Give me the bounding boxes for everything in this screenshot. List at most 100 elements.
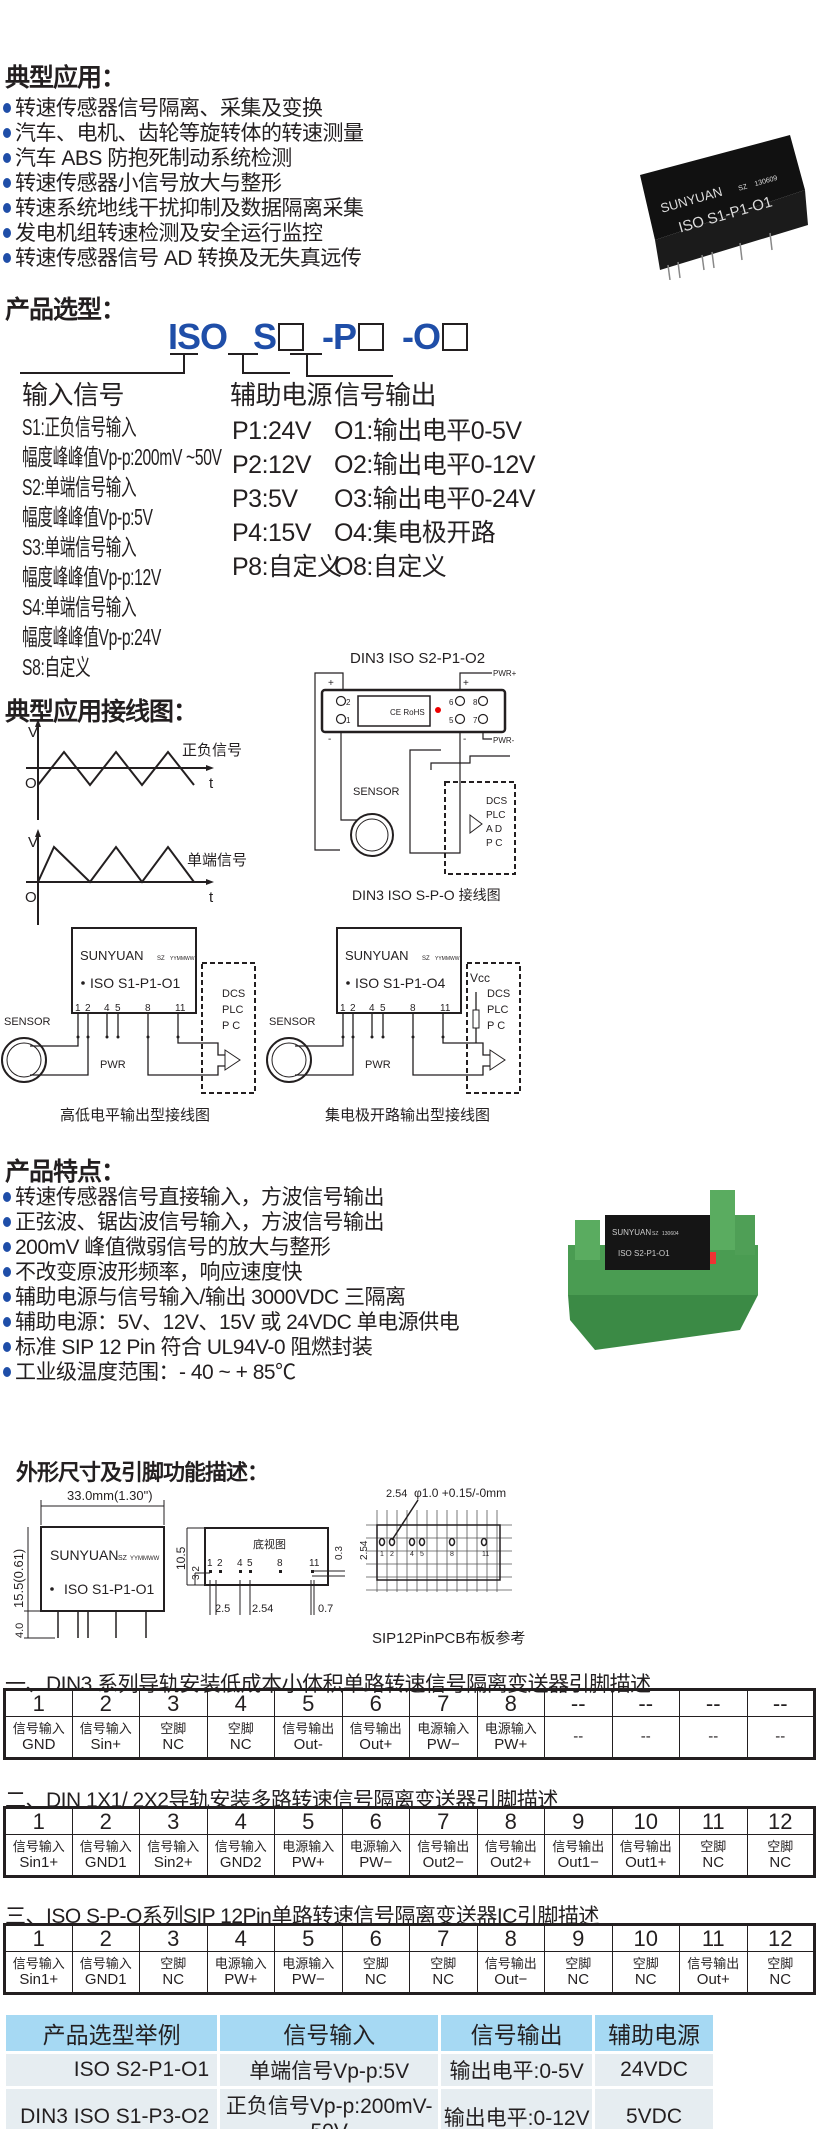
- pcb-vpitch: 2.54: [359, 1540, 370, 1560]
- features-title: 产品特点：: [5, 1158, 126, 1186]
- amplifier-icon: [489, 1049, 506, 1071]
- circuit-model: ISO S1-P1-O4: [355, 975, 445, 991]
- pin-signal: GND: [22, 1735, 56, 1753]
- pin-number-cell: 10: [611, 1807, 680, 1835]
- terminal-7: 7: [473, 716, 478, 725]
- module-photo: SUNYUAN SZ 130604 ISO S2-P1-O1: [568, 1190, 758, 1350]
- wave1-v-label: V: [28, 724, 38, 741]
- plc-label: PLC: [222, 1004, 243, 1016]
- pin-number: 8: [145, 1003, 151, 1014]
- dcs-label: DCS: [487, 988, 510, 1000]
- bullet-text: 转速传感器信号隔离、采集及变换: [15, 97, 323, 120]
- pin-signal: NC: [364, 1970, 387, 1988]
- bullet-item: 转速传感器信号直接输入，方波信号输出: [3, 1185, 459, 1210]
- pin-function: 空脚: [362, 1955, 389, 1971]
- pin-number: 8: [410, 1003, 416, 1014]
- pin-number-cell: 11: [679, 1807, 748, 1835]
- pin-signal: Out2−: [422, 1853, 464, 1871]
- dim-2-5: 2.5: [215, 1603, 230, 1615]
- pin-number: 1: [340, 1003, 346, 1014]
- dcs-label: DCS: [486, 796, 507, 807]
- bullet-icon: [3, 203, 11, 213]
- bullet-icon: [3, 1192, 11, 1202]
- terminal-8: 8: [473, 698, 478, 707]
- code-p: -P: [322, 316, 357, 357]
- pin-desc-cell: --: [611, 1716, 680, 1759]
- pin-number-cell: 1: [4, 1924, 73, 1952]
- option-item: P1:24V: [232, 417, 312, 445]
- module-sz: SZ: [652, 1231, 658, 1237]
- chip-sz: SZ: [738, 183, 749, 192]
- pin-function: 空脚: [565, 1955, 592, 1971]
- bottom-pin-number: 1: [207, 1558, 213, 1569]
- bullet-item: 200mV 峰值微弱信号的放大与整形: [3, 1235, 459, 1260]
- pin-function: 信号输出: [619, 1838, 672, 1854]
- circuit-caption: 集电极开路输出型接线图: [325, 1107, 490, 1124]
- pin-number-cell: --: [544, 1689, 613, 1717]
- pin-function: 信号输出: [349, 1720, 402, 1736]
- pc-label: P C: [222, 1020, 240, 1032]
- pin-number: 5: [115, 1003, 121, 1014]
- circuit-sz: SZ: [157, 956, 165, 962]
- pin-number-cell: 5: [274, 1689, 343, 1717]
- pin-function: 信号输入: [12, 1720, 65, 1736]
- bottom-view-label: 底视图: [253, 1537, 286, 1551]
- din3-minus-out: -: [463, 734, 466, 745]
- pc-label: P C: [487, 1020, 505, 1032]
- bullet-item: 汽车 ABS 防抱死制动系统检测: [3, 146, 364, 171]
- pin-function: 空脚: [430, 1955, 457, 1971]
- pin-number-cell: 11: [679, 1924, 748, 1952]
- bullet-icon: [3, 103, 11, 113]
- terminal-1: 1: [346, 716, 351, 725]
- height-dim: 15.5(0.61): [11, 1549, 26, 1608]
- option-item: S3:单端信号输入: [22, 534, 137, 560]
- pin-number: 4: [104, 1003, 110, 1014]
- code-s-box: [278, 323, 305, 351]
- pin-signal: Sin1+: [19, 1970, 59, 1988]
- pin-desc-cell: --: [679, 1716, 748, 1759]
- bullet-icon: [3, 1342, 11, 1352]
- bullet-icon: [3, 1242, 11, 1252]
- pin-signal: Sin2+: [153, 1853, 193, 1871]
- pin-signal: Out-: [293, 1735, 323, 1753]
- pin-function: 空脚: [767, 1838, 794, 1854]
- pin-number-cell: 4: [206, 1924, 275, 1952]
- pin-function: 空脚: [700, 1838, 727, 1854]
- pin-number-cell: 8: [476, 1807, 545, 1835]
- terminal-6: 6: [449, 698, 454, 707]
- pin-signal: Out+: [696, 1970, 730, 1988]
- pcb-pin-number: 5: [420, 1551, 424, 1558]
- dimensions-title: 外形尺寸及引脚功能描述：: [16, 1460, 269, 1485]
- pin-function: 电源输入: [484, 1720, 537, 1736]
- table-cell: ISO S2-P1-O1: [6, 2054, 218, 2086]
- pin-signal: Out−: [494, 1970, 528, 1988]
- pin-signal: NC: [769, 1853, 792, 1871]
- pin-function: 信号输出: [282, 1720, 335, 1736]
- option-item: 幅度峰峰值Vp-p:24V: [22, 624, 161, 650]
- bottom-pin-number: 5: [247, 1558, 253, 1569]
- table-cell: 输出电平:0-5V: [441, 2054, 593, 2086]
- pin-signal: PW−: [291, 1970, 325, 1988]
- pin-number-cell: 6: [341, 1689, 410, 1717]
- pcb-pin-number: 1: [380, 1551, 384, 1558]
- option-item: O3:输出电平0-24V: [334, 485, 536, 513]
- wave1-label: 正负信号: [182, 742, 242, 759]
- selection-title: 产品选型：: [5, 296, 126, 324]
- bullet-icon: [3, 178, 11, 188]
